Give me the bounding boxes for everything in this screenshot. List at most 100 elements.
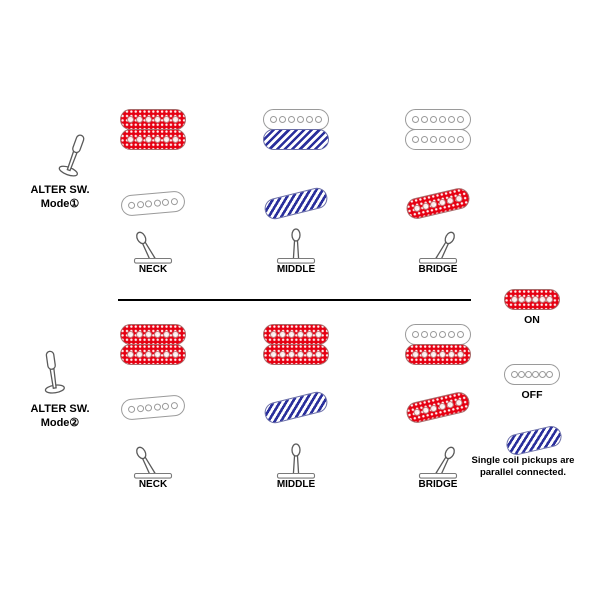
mode1-bridge-lever-switch-icon [413, 222, 463, 268]
legend-swatch-off [504, 364, 560, 385]
pole-row [122, 401, 184, 414]
pickup-pole [532, 371, 539, 378]
pickup-pole [412, 408, 422, 417]
pickup-pole [457, 135, 464, 143]
pickup-pole [297, 331, 304, 338]
pickup-pole [153, 199, 162, 207]
mode2-neck-lever-switch-icon [128, 437, 178, 483]
pickup-pole [154, 135, 161, 143]
mode2-middle-position-label: MIDDLE [276, 479, 316, 490]
pickup-pole [170, 401, 179, 410]
pickup-pole [439, 135, 446, 143]
pickup-pole [144, 404, 153, 412]
humbucker-coil-bottom [120, 343, 186, 365]
pickup-pole [288, 350, 295, 358]
humbucker-coil-bottom [263, 128, 329, 150]
pickup-pole [163, 116, 170, 123]
pickup-pole [145, 116, 152, 123]
pickup-pole [315, 350, 322, 358]
pickup-pole [412, 116, 419, 123]
lever-switch-icon [133, 231, 173, 264]
pickup-pole [154, 331, 161, 338]
pickup-pole [136, 200, 144, 209]
humbucker-coil-top [405, 109, 471, 130]
mode2-middle-humbucker-pickup [263, 324, 329, 365]
pickup-pole [127, 116, 134, 123]
pickup-pole [421, 116, 428, 123]
mode2-neck-single-coil-pickup [120, 394, 186, 421]
pickup-pole [154, 350, 161, 358]
pickup-pole [421, 406, 430, 415]
parallel-note-line2: parallel connected. [479, 466, 567, 478]
pickup-pole [412, 135, 419, 143]
pickup-pole [136, 404, 144, 413]
mode2-bridge-single-coil-pickup [404, 390, 472, 425]
pole-row [121, 116, 185, 123]
pole-row [505, 371, 559, 378]
pickup-pole [421, 202, 430, 211]
pickup-pole [439, 350, 446, 358]
pickup-pole [127, 135, 134, 143]
pickup-pole [270, 116, 277, 123]
pickup-pole [525, 371, 532, 378]
mode1-middle-position-label: MIDDLE [276, 264, 316, 275]
mode2-bridge-humbucker-pickup [405, 324, 471, 365]
mode1-number-text: Mode① [40, 197, 80, 210]
mode2-bridge-position-label: BRIDGE [418, 479, 458, 490]
pickup-pole [518, 296, 525, 303]
pickup-pole [511, 371, 518, 378]
pole-row [264, 116, 328, 123]
pickup-pole [306, 116, 313, 123]
pickup-pole [457, 350, 464, 358]
pickup-pole [163, 350, 170, 358]
pole-row [122, 197, 184, 210]
pickup-pole [546, 296, 553, 303]
legend-label-on: ON [524, 314, 540, 326]
mode1-middle-humbucker-pickup [263, 109, 329, 150]
mode1-neck-humbucker-pickup [120, 109, 186, 150]
alter-switch-mode2-label: ALTER SW. Mode② [16, 403, 104, 430]
pickup-pole [306, 331, 313, 338]
lever-switch-icon [276, 228, 316, 264]
mode1-neck-lever-switch-icon [128, 222, 178, 268]
pickup-pole [127, 405, 136, 414]
mode-section-divider [118, 299, 471, 301]
pickup-pole [430, 331, 437, 338]
pickup-pole [172, 135, 179, 143]
pickup-pole [448, 116, 455, 123]
humbucker-coil-top [263, 109, 329, 130]
pickup-pole [412, 350, 419, 358]
pickup-pole [546, 371, 553, 378]
toggle-switch-icon [58, 134, 85, 177]
pole-row [406, 135, 470, 143]
pickup-pole [412, 204, 422, 213]
pickup-pole [127, 331, 134, 338]
mode1-middle-single-coil-pickup [262, 185, 330, 222]
pickup-pole [163, 135, 170, 143]
pickup-pole [412, 331, 419, 338]
pickup-pole [525, 296, 532, 303]
pickup-pole [539, 371, 546, 378]
pickup-pole [437, 198, 447, 207]
lever-switch-icon [133, 446, 173, 479]
pickup-pole [454, 398, 464, 407]
pickup-pole [172, 116, 179, 123]
pickup-pole [532, 296, 539, 303]
pickup-pole [454, 194, 464, 203]
pole-row [264, 331, 328, 338]
pickup-pole [430, 116, 437, 123]
pickup-pole [279, 116, 286, 123]
pickup-pole [448, 331, 455, 338]
pickup-pole [457, 116, 464, 123]
mode2-neck-humbucker-pickup [120, 324, 186, 365]
parallel-note-line1: Single coil pickups are [471, 455, 575, 466]
mode1-neck-single-coil-pickup [120, 190, 186, 217]
pickup-pole [172, 331, 179, 338]
pickup-pole [448, 135, 455, 143]
humbucker-coil-top [405, 324, 471, 345]
lever-switch-icon [276, 443, 316, 479]
pickup-pole [288, 331, 295, 338]
mode2-bridge-lever-switch-icon [413, 437, 463, 483]
alter-switch-toggle-icon-mode1 [40, 124, 96, 182]
